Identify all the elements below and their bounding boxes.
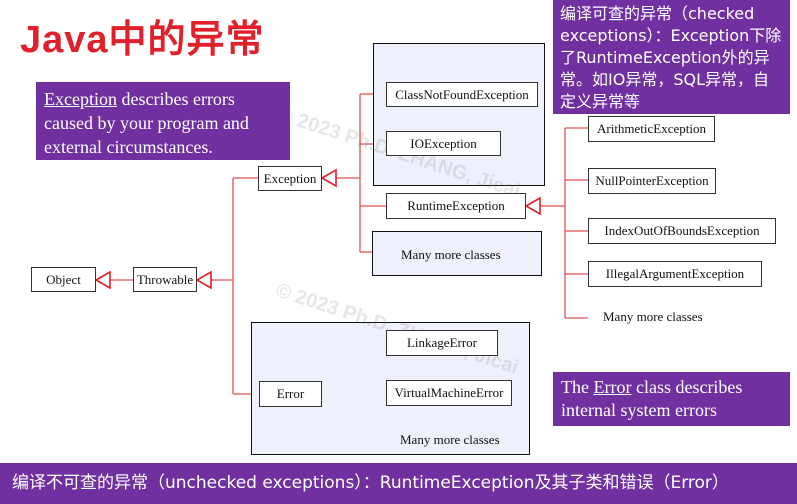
runtime-exception-box: RuntimeException	[386, 193, 526, 219]
io-exception-box: IOException	[386, 131, 501, 156]
illegal-argument-exception-box: IllegalArgumentException	[588, 261, 762, 287]
exception-description-note: Exception describes errors caused by you…	[36, 82, 290, 160]
exception-description-text: describes errors caused by your program …	[44, 89, 249, 157]
arithmetic-exception-box: ArithmeticException	[588, 116, 715, 142]
many-runtime-classes-label: Many more classes	[603, 309, 703, 324]
many-error-classes-label: Many more classes	[400, 432, 500, 447]
error-description-note: The Error class describes internal syste…	[553, 372, 790, 426]
page-title: Java中的异常	[20, 19, 265, 61]
unchecked-exceptions-note: 编译不可查的异常（unchecked exceptions）：RuntimeEx…	[0, 463, 797, 504]
linkage-error-box: LinkageError	[386, 330, 498, 356]
error-class-box: Error	[259, 381, 322, 407]
many-exception-classes-group	[372, 231, 542, 276]
throwable-class-box: Throwable	[133, 267, 197, 292]
null-pointer-exception-box: NullPointerException	[588, 168, 716, 194]
checked-exceptions-note: 编译可查的异常（checked exceptions）：Exception下除了…	[553, 0, 790, 114]
exception-subclass-group	[373, 43, 545, 186]
class-not-found-exception-box: ClassNotFoundException	[386, 82, 538, 107]
error-note-prefix: The	[561, 377, 594, 397]
object-class-box: Object	[31, 267, 96, 292]
exception-class-box: Exception	[258, 166, 322, 191]
virtual-machine-error-box: VirtualMachineError	[386, 380, 512, 406]
exception-keyword: Exception	[44, 89, 117, 109]
index-out-of-bounds-exception-box: IndexOutOfBoundsException	[588, 218, 776, 244]
error-description-text: class describes internal system errors	[561, 377, 743, 420]
error-keyword: Error	[593, 377, 632, 397]
many-exception-classes-label: Many more classes	[401, 247, 501, 262]
